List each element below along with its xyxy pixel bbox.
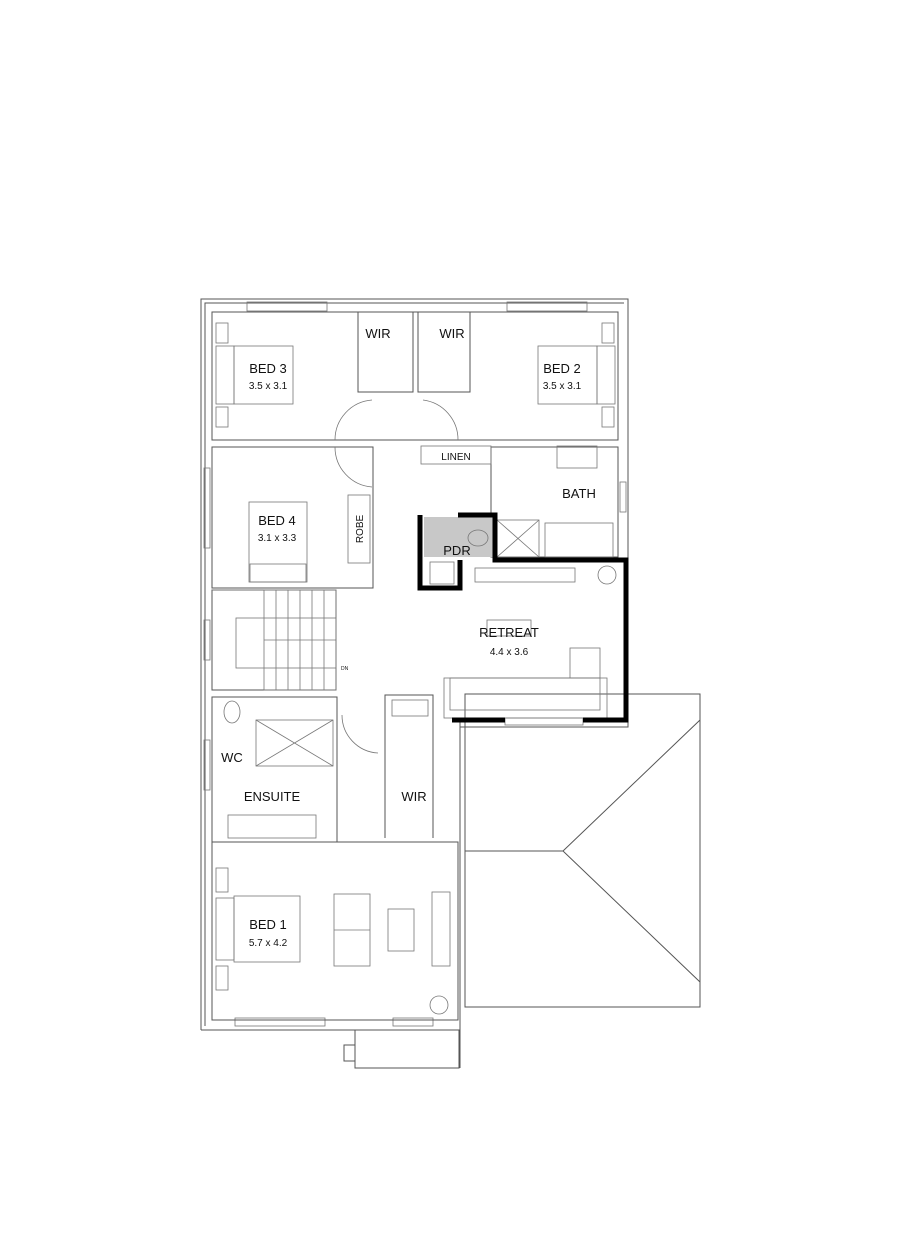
room-size-retreat: 4.4 x 3.6 xyxy=(490,647,529,658)
room-label-bed3: BED 3 xyxy=(249,361,287,376)
room-label-wir-bed2: WIR xyxy=(439,326,464,341)
roof-outline xyxy=(459,693,701,1068)
room-label-bed1: BED 1 xyxy=(249,917,287,932)
interior-walls xyxy=(211,311,619,1021)
room-size-bed3: 3.5 x 3.1 xyxy=(249,381,288,392)
room-label-linen: LINEN xyxy=(441,452,470,463)
stair-direction-label: DN xyxy=(341,666,349,672)
room-label-bath: BATH xyxy=(562,486,596,501)
room-size-bed1: 5.7 x 4.2 xyxy=(249,938,288,949)
room-size-bed2: 3.5 x 3.1 xyxy=(543,381,582,392)
room-label-wc: WC xyxy=(221,750,243,765)
room-label-retreat: RETREAT xyxy=(479,625,539,640)
stairs xyxy=(235,589,337,691)
room-label-ensuite: ENSUITE xyxy=(244,789,301,804)
exterior-walls xyxy=(200,298,629,1069)
room-size-bed4: 3.1 x 3.3 xyxy=(258,533,297,544)
room-label-bed4: BED 4 xyxy=(258,513,296,528)
room-label-robe: ROBE xyxy=(355,515,366,544)
retreat-highlight-walls xyxy=(417,512,629,723)
room-labels: BED 3 3.5 x 3.1 BED 2 3.5 x 3.1 WIR WIR … xyxy=(221,326,596,949)
furniture xyxy=(212,322,617,1015)
room-label-bed2: BED 2 xyxy=(543,361,581,376)
room-label-pdr: PDR xyxy=(443,543,470,558)
room-label-wir-bed3: WIR xyxy=(365,326,390,341)
room-label-wir-bed1: WIR xyxy=(401,789,426,804)
pdr-fill xyxy=(424,517,493,557)
